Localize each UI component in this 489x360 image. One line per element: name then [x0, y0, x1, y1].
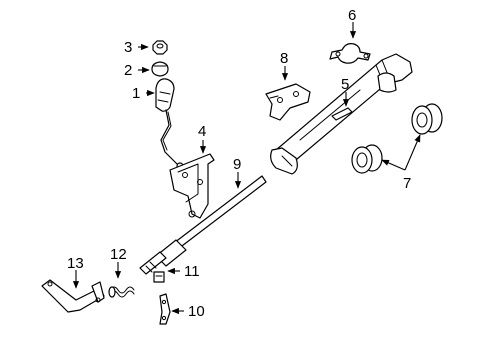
- part-7-bushing-lower: [351, 144, 383, 174]
- part-12-spring: [108, 286, 135, 298]
- part-11-clip: [153, 271, 165, 283]
- leader-lines: [72, 22, 421, 315]
- callout-2: 2: [124, 62, 132, 79]
- part-5-column-tube: [270, 53, 413, 175]
- callout-7: 7: [403, 175, 411, 192]
- callout-1: 1: [132, 85, 140, 102]
- leader-7b: [381, 159, 406, 171]
- callout-3: 3: [124, 39, 132, 56]
- part-13-linkage-rod: [41, 279, 105, 313]
- part-6-clamp: [329, 43, 371, 64]
- part-8-shroud-plate: [265, 83, 311, 121]
- part-7-bushing-upper: [411, 103, 443, 135]
- part-9-steering-shaft: [139, 175, 267, 275]
- part-1-shift-lever: [155, 78, 184, 170]
- callout-5: 5: [341, 76, 349, 93]
- callout-9: 9: [233, 156, 241, 173]
- part-10-clip: [159, 293, 171, 325]
- leader-7a: [404, 134, 421, 171]
- callout-12: 12: [110, 246, 127, 263]
- part-3-nut: [152, 40, 168, 55]
- callout-8: 8: [280, 50, 288, 67]
- part-2-knob: [151, 61, 169, 77]
- callout-4: 4: [198, 123, 206, 140]
- callout-6: 6: [348, 7, 356, 24]
- callout-13: 13: [67, 255, 84, 272]
- callout-labels: 3 2 1 4 6 8 5 7 9 12 11 10 13: [67, 7, 411, 320]
- callout-11: 11: [184, 263, 200, 280]
- part-4-bracket: [169, 153, 215, 219]
- callout-10: 10: [188, 303, 205, 320]
